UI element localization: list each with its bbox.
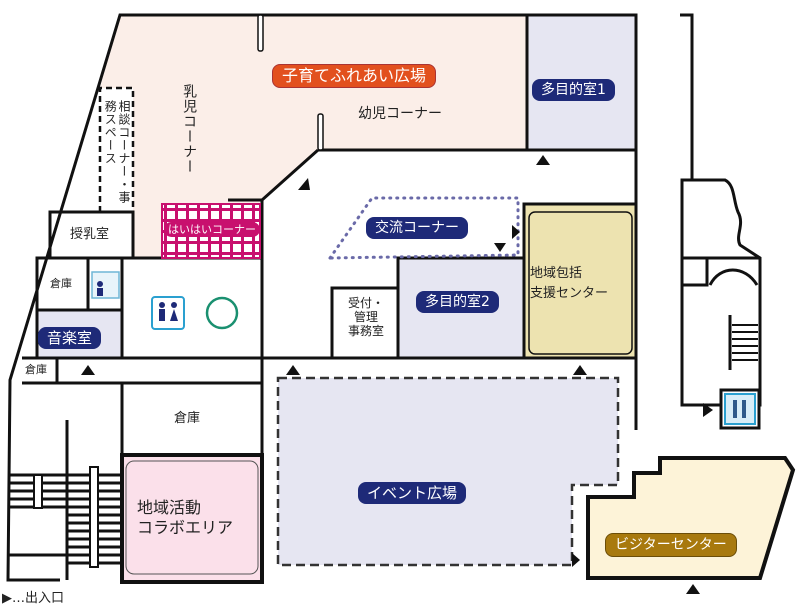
event-label: イベント広場 [358, 482, 467, 504]
junyu-label: 授乳室 [70, 227, 110, 242]
event-area [276, 376, 620, 567]
multipurpose-toilet-icon [205, 296, 239, 330]
chiiki-houkatsu-line: 地域包括 [530, 266, 583, 281]
tamokuteki1-label: 多目的室1 [532, 79, 615, 101]
uketsuke-label: 受付・ 管理 事務室 [337, 296, 395, 338]
chiiki-katsudo-line: 地域活動 [137, 498, 202, 517]
soudan-label: 相談コーナー・事務スペース [103, 100, 131, 204]
chiiki-houkatsu-line: 支援センター [530, 286, 609, 301]
koryu-area [327, 196, 520, 260]
nyuji-label: 乳児コーナー [181, 84, 198, 174]
souko2-label: 倉庫 [25, 363, 47, 376]
koryu-label: 交流コーナー [366, 217, 468, 239]
entrance-arrow-icon: ▶ [2, 591, 12, 606]
uketsuke-line: 事務室 [347, 323, 384, 338]
ongaku-label: 音楽室 [38, 327, 102, 349]
legend-text: …出入口 [12, 591, 65, 606]
chiiki-katsudo-line: コラボエリア [137, 518, 234, 537]
entrance-arrows [81, 155, 713, 594]
visitor-label: ビジターセンター [605, 533, 737, 557]
chiiki-katsudo-label: 地域活動 コラボエリア [137, 498, 233, 538]
legend: ▶…出入口 [2, 591, 65, 607]
uketsuke-line: 管理 [353, 309, 378, 324]
restroom-icon [151, 296, 185, 330]
chiiki-katsudo-room [120, 453, 264, 584]
souko3-label: 倉庫 [174, 411, 201, 426]
uketsuke-line: 受付・ [347, 296, 384, 310]
kosodate-label: 子育てふれあい広場 [272, 64, 437, 88]
tamokuteki2-label: 多目的室2 [416, 291, 499, 313]
yoji-label: 幼児コーナー [358, 106, 442, 122]
chiiki-houkatsu-label: 地域包括 支援センター [530, 264, 608, 304]
souko1-label: 倉庫 [50, 277, 72, 290]
haihai-label: はいはいコーナー [164, 222, 260, 237]
wc-icon [91, 271, 120, 299]
